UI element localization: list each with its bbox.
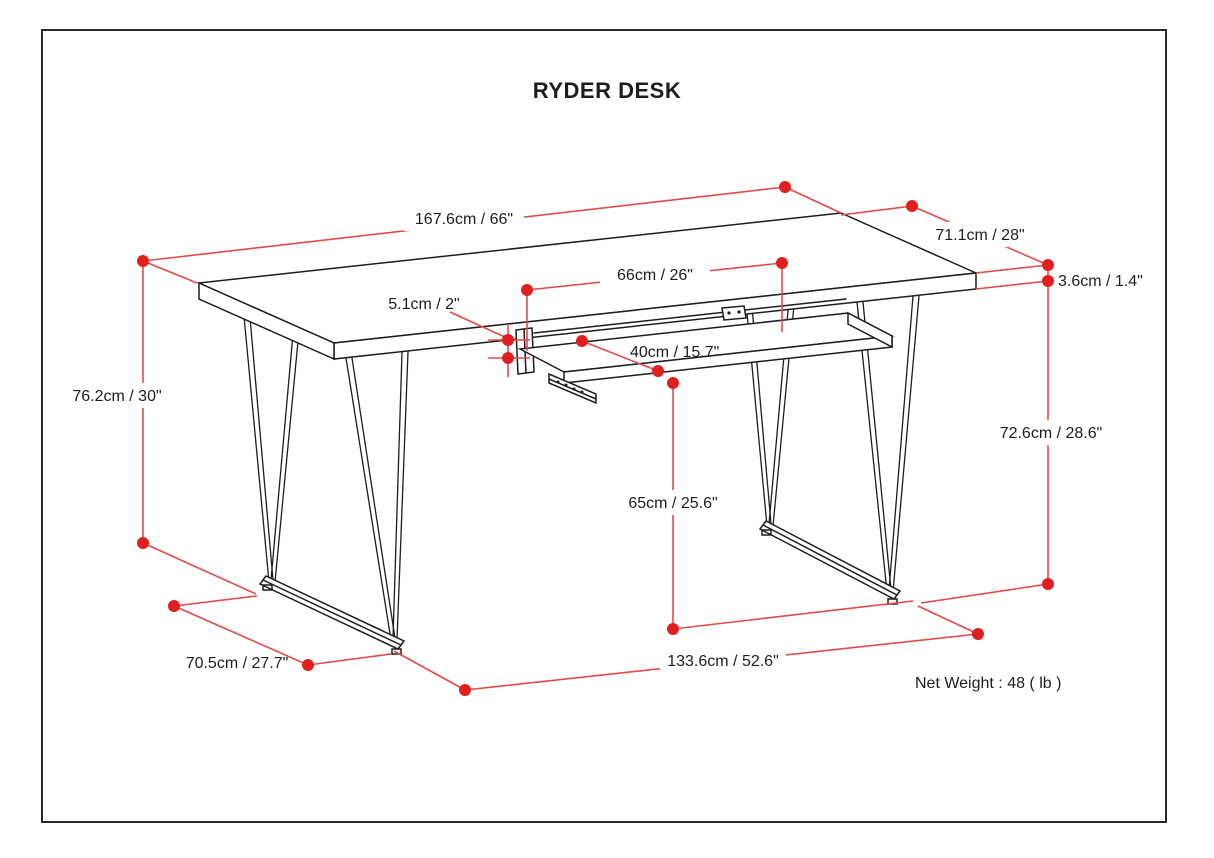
net-weight-note: Net Weight : 48 ( lb ) bbox=[915, 675, 1061, 692]
page-title: RYDER DESK bbox=[533, 78, 681, 103]
label-underside-clearance: 72.6cm / 28.6" bbox=[1000, 425, 1103, 442]
label-overall-height: 76.2cm / 30" bbox=[72, 388, 161, 405]
leg-runner-right bbox=[758, 520, 902, 605]
keyboard-tray bbox=[517, 311, 895, 384]
desk-top bbox=[196, 212, 979, 361]
label-tray-depth: 40cm / 15.7" bbox=[630, 344, 719, 361]
tray-mount-bracket bbox=[721, 305, 747, 321]
dimension-top-thickness bbox=[975, 264, 1049, 290]
dimension-labels: 167.6cm / 66" 71.1cm / 28" 3.6cm / 1.4" … bbox=[58, 206, 1143, 673]
label-base-span: 133.6cm / 52.6" bbox=[667, 653, 779, 670]
label-knee-space: 66cm / 26" bbox=[617, 267, 693, 284]
label-top-length: 167.6cm / 66" bbox=[415, 211, 513, 228]
dimension-tray-depth bbox=[581, 340, 659, 372]
diagram-border bbox=[41, 29, 1167, 823]
label-top-thickness: 3.6cm / 1.4" bbox=[1058, 273, 1143, 290]
label-top-depth: 71.1cm / 28" bbox=[935, 227, 1024, 244]
leg-runner-left bbox=[258, 575, 406, 655]
dimension-base-depth bbox=[173, 595, 392, 666]
label-base-depth: 70.5cm / 27.7" bbox=[186, 655, 289, 672]
desk-left-edge bbox=[198, 281, 335, 361]
tray-slide-rail bbox=[548, 372, 597, 405]
label-tray-clearance: 65cm / 25.6" bbox=[628, 495, 717, 512]
tray-right-edge bbox=[847, 311, 893, 349]
tray-mount-rail bbox=[533, 298, 847, 334]
label-tray-drop: 5.1cm / 2" bbox=[388, 296, 459, 313]
desk-drawing bbox=[196, 212, 979, 655]
dimension-dots bbox=[137, 181, 1054, 696]
